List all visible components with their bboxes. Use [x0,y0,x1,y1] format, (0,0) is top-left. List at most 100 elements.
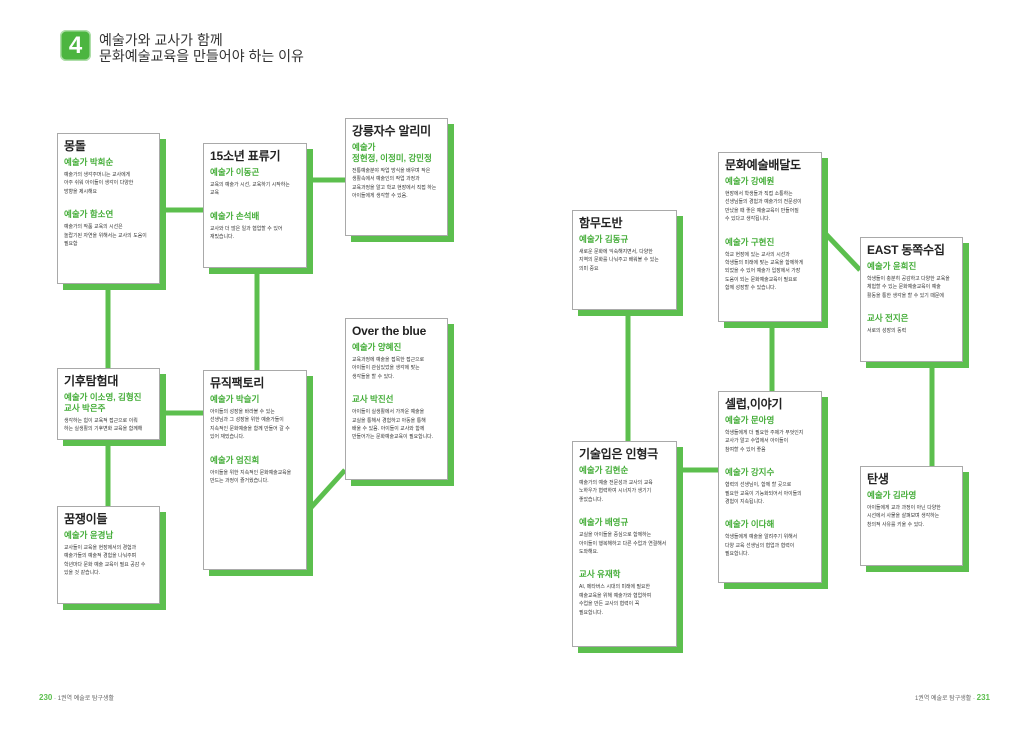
participant-comment: 학생들에게 예술을 알려주기 위해서 다양 교육 선생님의 협업과 협력이 필요… [725,534,798,558]
project-card-music-factory: 뮤직팩토리 예술가 박슬기 아이들의 성장을 바라볼 수 있는 선생님과 그 성… [203,370,307,570]
participant-comment: 교육과정에 예술을 접목한 접근으로 아이들이 관심있었을 생각에 맞는 생각들… [352,357,425,380]
participant-name: 예술가 박슬기 [210,394,260,404]
participant-comment: 교실을 아이들을 중심으로 함께하는 아이들이 행복해하고 다른 수업과 연결해… [579,532,667,556]
participant-comment: 새로운 문화에 익숙해지면서, 다양한 지역의 문화를 나눠주고 배워볼 수 있… [579,249,659,272]
participant-section: 예술가 함소연 예술가의 작품 교육의 시선은 놀랍기된 자연을 위해서는 교사… [64,209,154,248]
participant-name: 예술가 김현순 [579,465,629,475]
participant-comment: 예술가의 생각주머니는 교사에게 아주 쉬워 아이들이 생각이 다양한 방향을 … [64,172,134,195]
card-title: 기후탐험대 [64,374,119,388]
participant-comment: AI, 메타버스 시대의 미래에 필요한 예술교육을 위해 예술가와 협업하여 … [579,584,652,616]
running-title-right: 1권역 예술로 탐구생활 · [914,696,975,702]
card-title: 함무도반 [579,216,623,230]
participant-comment: 학생들이 충분히 공감하고 다양한 교육을 체험할 수 있는 문화예술교육이 예… [867,276,950,299]
participant-section: 예술가 김동규 새로운 문화에 익숙해지면서, 다양한 지역의 문화를 나눠주고… [579,234,671,273]
participant-name: 교사 박진선 [352,394,394,405]
page-number-right: 231 [976,693,990,702]
project-card-climate-expedition: 기후탐험대 예술가 이소영, 김형진 교사 박은주 생각하는 힘이 교육적 접근… [57,368,160,440]
page-number-left: 230 [39,693,53,702]
section-title: 예술가와 교사가 함께 문화예술교육을 만들어야 하는 이유 [99,32,304,64]
project-card-mongdol: 몽돌 예술가 박희순 예술가의 생각주머니는 교사에게 아주 쉬워 아이들이 생… [57,133,160,284]
section-title-line-1: 예술가와 교사가 함께 [99,32,223,48]
footer-left: 230 · 1권역 예술로 탐구생활 [39,693,114,704]
participant-comment: 생각하는 힘이 교육적 접근으로 이뤄 하는 실생활의 기후변화 교육을 함께해 [64,418,143,433]
participant-section: 예술가 이소영, 김형진 교사 박은주 생각하는 힘이 교육적 접근으로 이뤄 … [64,392,154,434]
participant-comment: 예술가의 작품 교육의 시선은 놀랍기된 자연을 위해서는 교사의 도움이 필요… [64,224,147,248]
participant-section: 예술가 강예원 현장에서 학생들과 직접 소통하는 선생님들의 경험과 예술가의… [725,176,816,224]
card-title: Over the blue [352,324,427,338]
participant-comment: 서로의 성장의 동력 [867,328,907,335]
participant-section: 예술가 김라영 아이들에게 교과 과정이 아닌 다양한 시선에서 사물을 살펴보… [867,490,957,529]
project-card-dreamers: 꿈쟁이들 예술가 윤경남 교사들이 교육을 현장에서의 경험과 예술가들의 예술… [57,506,160,604]
participant-section: 예술가 엄진희 아이들을 위한 지속적인 문화예술교육을 만드는 과정이 즐거웠… [210,455,301,486]
participant-name: 예술가 이다해 [725,519,775,530]
participant-name: 교사 전지은 [867,313,909,324]
participant-comment: 아이들의 성장을 바라볼 수 있는 선생님과 그 성장을 위한 예술가들이 지속… [210,409,290,441]
project-card-15-boys-adrift: 15소년 표류기 예술가 이동곤 교육의 예술가 시선, 교육하기 시작하는 교… [203,143,307,268]
section-number-badge: 4 [60,30,91,61]
participant-section: 예술가 이다해 학생들에게 예술을 알려주기 위해서 다양 교육 선생님의 협업… [725,519,816,558]
card-title: 탄생 [867,472,889,486]
participant-name: 예술가 강지수 [725,467,775,478]
participant-section: 예술가 박슬기 아이들의 성장을 바라볼 수 있는 선생님과 그 성장을 위한 … [210,394,301,442]
card-title: 15소년 표류기 [210,149,281,163]
card-title: 문화예술배달도 [725,158,801,172]
participant-comment: 협력의 선생님이, 함께 할 곳으로 필요한 교육이 기능화되어서 아이들의 경… [725,482,802,506]
card-title: EAST 동쪽수집 [867,243,945,257]
participant-name: 예술가 함소연 [64,209,114,220]
participant-comment: 전통예술분야 작업 방식을 배우며 작은 생활속에서 예술인의 작업 과정과 교… [352,168,437,200]
participant-comment: 학교 현장에 있는 교사의 시선과 학생들의 미래에 맞는 교육을 함께하게 되… [725,251,804,292]
participant-section: 예술가 윤경남 교사들이 교육을 현장에서의 경험과 예술가들의 예술적 경험을… [64,530,154,578]
participant-section: 예술가 정현정, 이정미, 강민정 전통예술분야 작업 방식을 배우며 작은 생… [352,142,442,201]
participant-comment: 아이들을 위한 지속적인 문화예술교육을 만드는 과정이 즐거웠습니다. [210,469,292,485]
connector-music-factory-to-over-the-blue [305,468,347,514]
participant-name: 예술가 문아영 [725,415,775,425]
participant-section: 예술가 손석배 교사와 더 많은 일과 협업할 수 있어 재밌습니다. [210,211,301,242]
project-card-east-collection: EAST 동쪽수집 예술가 윤희진 학생들이 충분히 공감하고 다양한 교육을 … [860,237,963,362]
footer-right: 1권역 예술로 탐구생활 · 231 [915,693,990,704]
participant-name: 예술가 양혜진 [352,342,402,352]
participant-comment: 아이들에게 교과 과정이 아닌 다양한 시선에서 사물을 살펴보며 생각하는 창… [867,505,941,528]
card-title: 꿈쟁이들 [64,512,108,526]
participant-name: 예술가 이소영, 김형진 교사 박은주 [64,392,142,413]
participant-section: 예술가 윤희진 학생들이 충분히 공감하고 다양한 교육을 체험할 수 있는 문… [867,261,957,300]
participant-section: 예술가 김현순 예술가의 예술 전문성과 교사의 교육 노하우가 협력하여 시너… [579,465,671,504]
participant-section: 예술가 이동곤 교육의 예술가 시선, 교육하기 시작하는 교육 [210,167,301,198]
participant-comment: 교육의 예술가 시선, 교육하기 시작하는 교육 [210,182,290,197]
project-card-birth: 탄생 예술가 김라영 아이들에게 교과 과정이 아닌 다양한 시선에서 사물을 … [860,466,963,566]
participant-name: 예술가 배영규 [579,517,629,528]
participant-section: 예술가 양혜진 교육과정에 예술을 접목한 접근으로 아이들이 관심있었을 생각… [352,342,442,381]
participant-section: 예술가 박희순 예술가의 생각주머니는 교사에게 아주 쉬워 아이들이 생각이 … [64,157,154,196]
participant-name: 예술가 구현진 [725,236,775,247]
participant-name: 예술가 손석배 [210,210,260,221]
participant-name: 예술가 김동규 [579,234,629,244]
participant-name: 예술가 윤희진 [867,261,917,271]
project-card-gangneung-embroidery: 강릉자수 알리미 예술가 정현정, 이정미, 강민정 전통예술분야 작업 방식을… [345,118,448,236]
card-title: 뮤직팩토리 [210,376,265,390]
participant-comment: 아이들이 실생활에서 가까운 예술을 교실을 통해서 경험하고 아동을 통해 배… [352,409,434,441]
participant-name: 예술가 이동곤 [210,167,260,177]
project-card-hammudoban: 함무도반 예술가 김동규 새로운 문화에 익숙해지면서, 다양한 지역의 문화를… [572,210,677,310]
project-card-culture-art-delivery: 문화예술배달도 예술가 강예원 현장에서 학생들과 직접 소통하는 선생님들의 … [718,152,822,322]
participant-comment: 교사와 더 많은 일과 협업할 수 있어 재밌습니다. [210,225,283,241]
running-title-left: · 1권역 예술로 탐구생활 [54,696,115,702]
participant-comment: 예술가의 예술 전문성과 교사의 교육 노하우가 협력하여 시너지가 생기기 좋… [579,480,653,503]
card-title: 몽돌 [64,139,86,153]
participant-section: 교사 박진선 아이들이 실생활에서 가까운 예술을 교실을 통해서 경험하고 아… [352,394,442,442]
participant-name: 예술가 김라영 [867,490,917,500]
participant-section: 예술가 구현진 학교 현장에 있는 교사의 시선과 학생들의 미래에 맞는 교육… [725,237,816,293]
participant-section: 예술가 강지수 협력의 선생님이, 함께 할 곳으로 필요한 교육이 기능화되어… [725,467,816,506]
participant-name: 예술가 윤경남 [64,530,114,540]
project-card-tech-puppet-show: 기술입은 인형극 예술가 김현순 예술가의 예술 전문성과 교사의 교육 노하우… [572,441,677,647]
participant-comment: 현장에서 학생들과 직접 소통하는 선생님들의 경험과 예술가의 전문성이 만났… [725,191,802,223]
participant-section: 교사 유재학 AI, 메타버스 시대의 미래에 필요한 예술교육을 위해 예술가… [579,569,671,617]
card-title: 셀럽,이야기 [725,397,783,411]
card-title: 기술입은 인형극 [579,447,659,461]
participant-name: 예술가 박희순 [64,157,114,167]
participant-name: 예술가 정현정, 이정미, 강민정 [352,142,432,163]
participant-section: 예술가 문아영 학생들에게 더 필요한 주제가 무엇인지 교사가 알고 수업에서… [725,415,816,454]
participant-name: 교사 유재학 [579,569,621,580]
connector-art-delivery-to-east-collection [820,228,862,272]
participant-section: 교사 전지은 서로의 성장의 동력 [867,313,957,335]
